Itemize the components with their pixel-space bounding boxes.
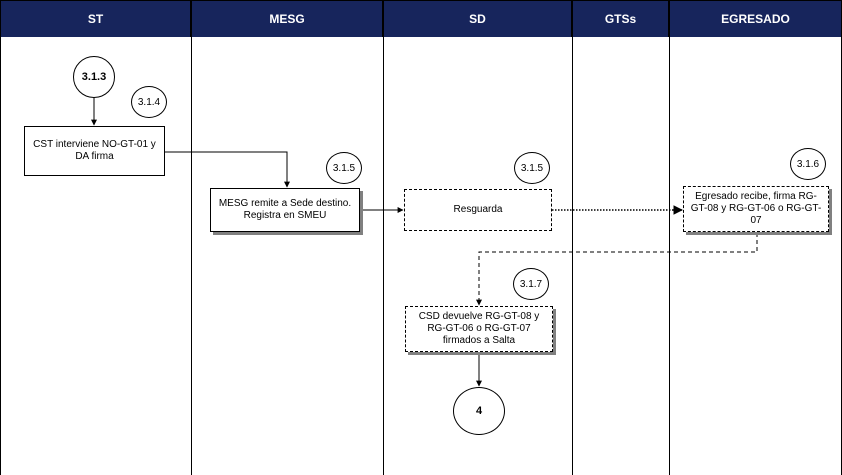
process-box-resguarda-label: Resguarda <box>453 204 503 215</box>
end-connector-circle: 4 <box>453 387 505 435</box>
connector-egresado-to-csd <box>476 233 758 306</box>
lane-header-st: ST <box>0 0 191 37</box>
lane-divider-gtss-egresado <box>669 37 670 475</box>
step-number-3-1-4: 3.1.4 <box>131 86 167 118</box>
process-box-csd-devuelve-label: CSD devuelve RG-GT-08 y RG-GT-06 o RG-GT… <box>418 311 540 346</box>
lane-divider-left <box>0 37 1 475</box>
lane-header-sd: SD <box>383 0 572 37</box>
lane-divider-sd-gtss <box>572 37 573 475</box>
step-number-3-1-7: 3.1.7 <box>513 268 549 300</box>
connector-cst-to-mesg <box>165 151 290 188</box>
process-box-mesg-remite-label: MESG remite a Sede destino. Registra en … <box>218 198 352 221</box>
process-box-mesg-remite: MESG remite a Sede destino. Registra en … <box>210 188 360 232</box>
process-box-cst-interviene: CST interviene NO-GT-01 y DA firma <box>24 126 165 176</box>
process-box-egresado-recibe-label: Egresado recibe, firma RG-GT-08 y RG-GT-… <box>690 191 822 226</box>
lane-divider-mesg-sd <box>383 37 384 475</box>
process-box-egresado-recibe: Egresado recibe, firma RG-GT-08 y RG-GT-… <box>683 186 829 232</box>
step-number-3-1-5-sd: 3.1.5 <box>514 152 550 184</box>
step-number-3-1-5-mesg: 3.1.5 <box>326 152 362 184</box>
start-connector-circle: 3.1.3 <box>73 56 115 98</box>
step-number-3-1-6: 3.1.6 <box>790 148 826 180</box>
process-box-resguarda: Resguarda <box>404 189 552 231</box>
lane-header-egresado: EGRESADO <box>669 0 842 37</box>
process-box-csd-devuelve: CSD devuelve RG-GT-08 y RG-GT-06 o RG-GT… <box>405 306 553 352</box>
lane-divider-st-mesg <box>191 37 192 475</box>
lane-header-gtss: GTSs <box>572 0 669 37</box>
process-box-cst-interviene-label: CST interviene NO-GT-01 y DA firma <box>33 139 156 162</box>
lane-header-mesg: MESG <box>191 0 383 37</box>
